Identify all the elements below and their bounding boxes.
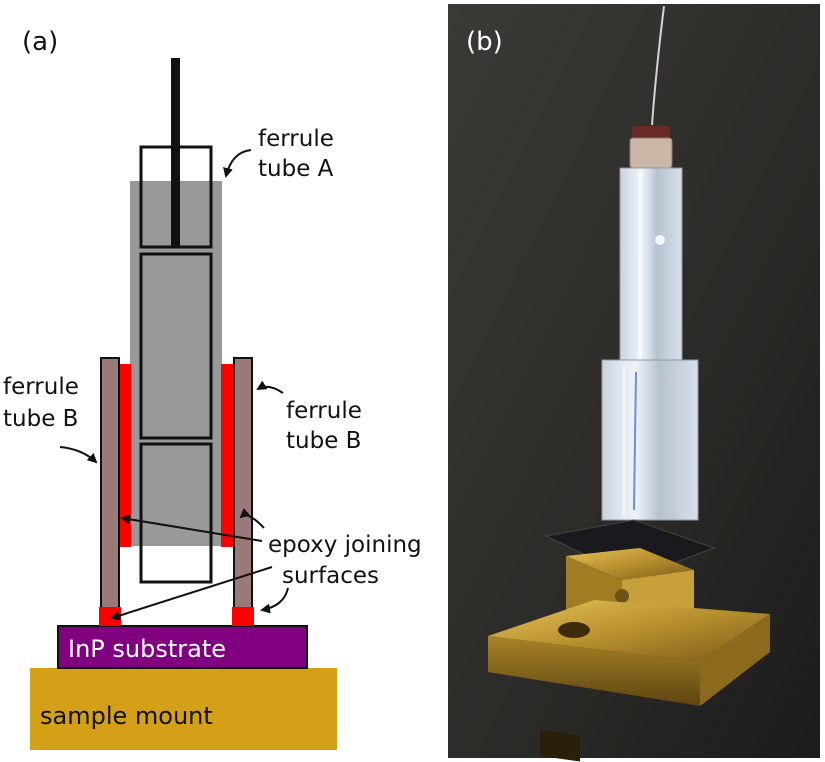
insert-bottom [139,442,213,584]
inp-substrate-label: InP substrate [68,635,226,663]
inp-substrate [57,625,308,669]
photo-brass-base-top [488,600,770,662]
photo-ferrule-collar [629,137,673,169]
photo-glass-tube-lower [601,359,699,521]
panel-b-photo: (b) [448,4,820,762]
ferrule-tube-b-left-label-2: tube B [3,406,78,432]
epoxy-pad-right [232,607,254,626]
ferrule-tube-b-right-label-2: tube B [286,428,361,454]
arrow-epoxy-2 [239,508,265,529]
fiber-rod [171,58,180,246]
insert-middle [139,252,213,440]
arrow-epoxy-1 [120,514,263,542]
panel-a: (a) sample mount InP substrate ferrule t… [3,27,422,750]
arrow-epoxy-3 [110,566,273,621]
epoxy-label-2: surfaces [282,563,379,589]
photo-brass-screw [615,589,629,603]
photo-tube-dot [655,235,665,245]
photo-brass-hole [558,622,590,638]
ferrule-tube-b-left-label-1: ferrule [3,374,79,400]
sample-mount-label: sample mount [40,702,213,730]
arrow-tube-b-left [59,446,98,464]
arrow-tube-a [223,149,252,178]
photo-glass-tube-upper [619,167,683,369]
epoxy-label-1: epoxy joining [268,532,422,558]
ferrule-tube-a-label-2: tube A [258,156,334,182]
photo-brass-base-front [488,636,700,706]
ferrule-tube-a-label-1: ferrule [258,126,334,152]
photo-ferrule-cap [632,126,670,138]
ferrule-tube-b-right [233,357,253,609]
ferrule-tube-b-left [100,357,120,609]
panel-a-tag: (a) [22,27,58,57]
photo-tube-blue-line [633,371,637,511]
photo-brass-riser-top [566,548,694,580]
photo-brass-slot [540,729,580,762]
epoxy-left [118,364,131,547]
epoxy-right [221,364,234,547]
arrow-tube-b-right [256,380,284,394]
arrow-epoxy-4 [260,587,289,614]
photo-brass-base-side [700,614,770,706]
photo-fiber [651,5,665,126]
panel-b-tag: (b) [466,27,503,57]
ferrule-tube-b-right-label-1: ferrule [286,398,362,424]
sample-mount [30,668,337,750]
